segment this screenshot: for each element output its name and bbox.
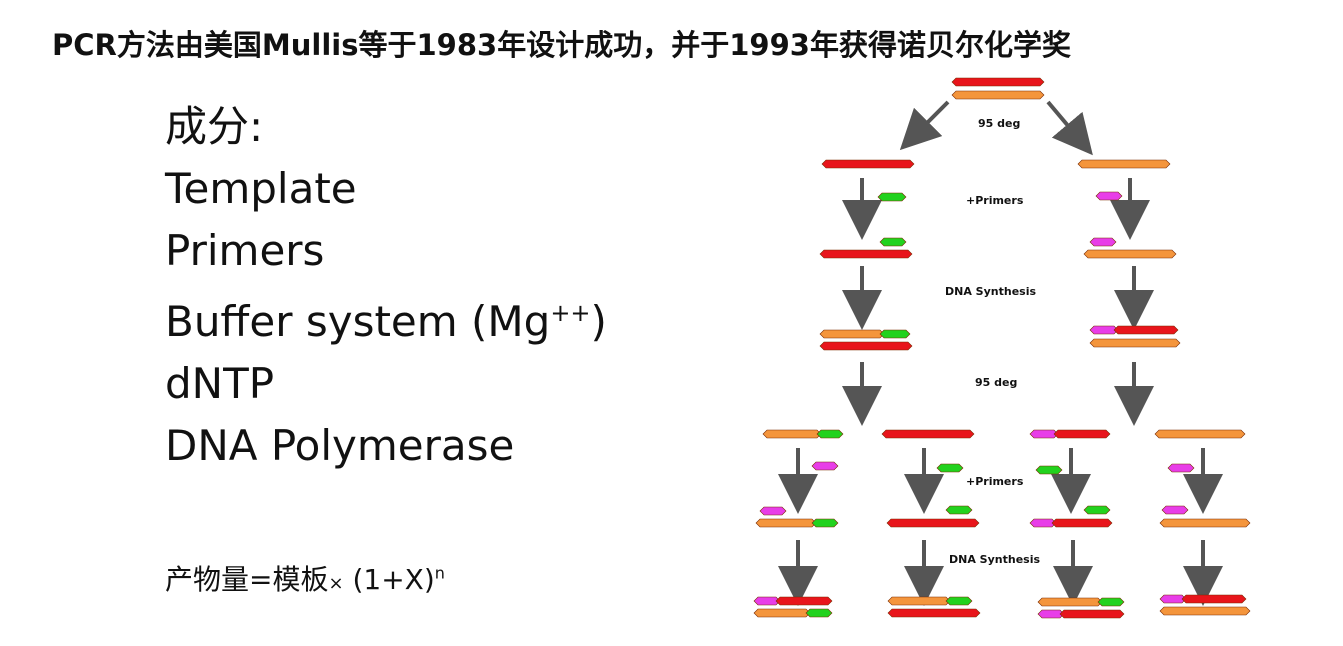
dna-strand-36 [1035, 465, 1063, 475]
dna-strand-45 [1051, 518, 1113, 528]
component-buffer: Buffer system (Mg++) [165, 282, 607, 353]
dna-strand-60 [1097, 597, 1125, 607]
dna-strand-24 [762, 429, 822, 439]
formula-left: 产物量=模板 [165, 563, 329, 596]
dna-strand-16 [819, 329, 885, 339]
label-denature-2: 95 deg [975, 376, 1017, 389]
dna-strand-28 [1053, 429, 1111, 439]
dna-strand-10 [879, 237, 907, 247]
label-synthesis-1: DNA Synthesis [945, 285, 1036, 298]
component-polymerase: DNA Polymerase [165, 421, 515, 470]
page-title: PCR方法由美国Mullis等于1983年设计成功，并于1993年获得诺贝尔化学… [52, 22, 1071, 64]
dna-strand-65 [1159, 606, 1251, 616]
label-denature-1: 95 deg [978, 117, 1020, 130]
dna-strand-26 [881, 429, 975, 439]
dna-strand-38 [759, 506, 787, 516]
dna-strand-21 [1089, 338, 1181, 348]
formula-times: × [328, 573, 344, 594]
dna-strand-40 [811, 518, 839, 528]
dna-strand-43 [1083, 505, 1111, 515]
dna-strand-0 [951, 77, 1045, 87]
buffer-label: Buffer system (Mg [165, 297, 551, 346]
dna-strand-12 [1089, 237, 1117, 247]
title-part-7: 年获得诺贝尔化学奖 [809, 28, 1071, 62]
formula-right: (1+X) [343, 563, 435, 596]
component-dntp: dNTP [165, 359, 275, 408]
dna-strand-11 [819, 249, 913, 259]
dna-strand-63 [1159, 594, 1187, 604]
dna-strand-52 [753, 596, 781, 606]
dna-strand-1 [951, 90, 1045, 100]
dna-strand-55 [805, 608, 833, 618]
flow-arrow-2 [899, 100, 950, 151]
dna-strand-18 [819, 341, 913, 351]
dna-strand-39 [755, 518, 817, 528]
components-heading: 成分: [165, 102, 264, 151]
dna-strand-37 [1167, 463, 1195, 473]
dna-strand-53 [775, 596, 833, 606]
buffer-superscript: ++ [550, 299, 591, 327]
component-template: Template [165, 164, 357, 213]
dna-strand-62 [1059, 609, 1125, 619]
dna-strand-19 [1089, 325, 1119, 335]
title-part-4: 1983 [416, 28, 498, 62]
yield-formula: 产物量=模板× (1+X)n [165, 558, 445, 598]
label-synthesis-2: DNA Synthesis [949, 553, 1040, 566]
dna-strand-20 [1113, 325, 1179, 335]
dna-strand-56 [887, 596, 951, 606]
dna-strand-42 [886, 518, 980, 528]
dna-strand-44 [1029, 518, 1057, 528]
dna-strand-61 [1037, 609, 1065, 619]
dna-strand-29 [1154, 429, 1246, 439]
dna-strand-8 [877, 192, 907, 202]
title-part-1: PCR方法由美国 [52, 28, 262, 62]
dna-strand-13 [1083, 249, 1177, 259]
dna-strand-57 [945, 596, 973, 606]
dna-strand-64 [1181, 594, 1247, 604]
flow-arrow-3 [1046, 100, 1093, 156]
dna-strand-59 [1037, 597, 1103, 607]
components-list: 成分: Template Primers Buffer system (Mg++… [165, 96, 607, 477]
dna-strand-5 [1077, 159, 1171, 169]
dna-strand-35 [936, 463, 964, 473]
title-part-6: 1993 [729, 28, 810, 62]
dna-strand-27 [1029, 429, 1059, 439]
title-part-5: 年设计成功，并于 [497, 28, 730, 62]
buffer-close: ) [590, 297, 607, 346]
label-primers-2: +Primers [966, 475, 1024, 488]
dna-strand-9 [1095, 191, 1123, 201]
dna-strand-25 [816, 429, 844, 439]
dna-strand-34 [811, 461, 839, 471]
component-primers: Primers [165, 226, 325, 275]
dna-strand-17 [879, 329, 911, 339]
dna-strand-47 [1159, 518, 1251, 528]
dna-strand-58 [887, 608, 981, 618]
dna-strand-4 [821, 159, 915, 169]
formula-exponent: n [434, 563, 445, 583]
dna-strand-46 [1161, 505, 1189, 515]
dna-strand-54 [753, 608, 811, 618]
dna-strand-41 [945, 505, 973, 515]
title-part-2: Mullis [261, 28, 359, 62]
title-part-3: 等于 [358, 28, 417, 62]
label-primers-1: +Primers [966, 194, 1024, 207]
